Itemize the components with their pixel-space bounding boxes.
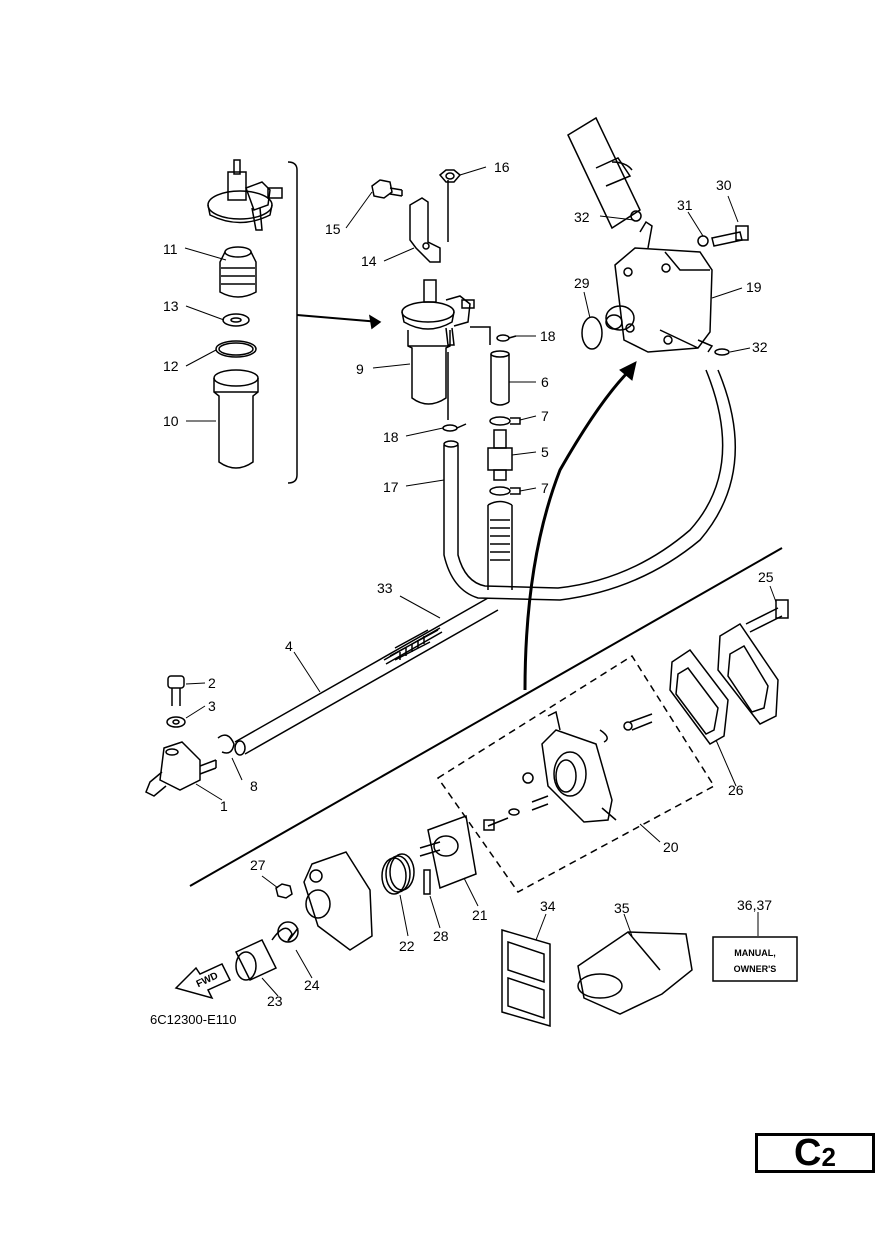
callout-10: 10 <box>163 413 179 429</box>
decal-and-accessories <box>501 929 798 1027</box>
callout-17: 17 <box>383 479 399 495</box>
manual-label-line2: OWNER'S <box>734 964 777 974</box>
callout-6: 6 <box>541 374 549 390</box>
section-number: 2 <box>821 1142 836 1172</box>
fuel-filter-assembly <box>371 169 521 590</box>
section-divider <box>189 547 783 887</box>
callout-18-upper: 18 <box>540 328 556 344</box>
callout-11: 11 <box>163 241 178 257</box>
callout-7-lower: 7 <box>541 480 549 496</box>
callout-15: 15 <box>325 221 341 237</box>
callout-28: 28 <box>433 928 449 944</box>
callout-25: 25 <box>758 569 774 585</box>
callout-5: 5 <box>541 444 549 460</box>
diagram-code: 6C12300-E110 <box>150 1012 237 1027</box>
callout-32-upper: 32 <box>574 209 590 225</box>
callout-20: 20 <box>663 839 679 855</box>
primer-pump-parts <box>174 599 789 1000</box>
callout-16: 16 <box>494 159 510 175</box>
callout-2: 2 <box>208 675 216 691</box>
callout-4: 4 <box>285 638 293 654</box>
callout-35: 35 <box>614 900 630 916</box>
callout-7-upper: 7 <box>541 408 549 424</box>
callout-36-37: 36,37 <box>737 897 772 913</box>
callout-24: 24 <box>304 977 320 993</box>
callout-18-lower: 18 <box>383 429 399 445</box>
fuel-hose-17 <box>443 369 737 601</box>
section-badge: C 2 <box>755 1133 875 1173</box>
callout-34: 34 <box>540 898 556 914</box>
callout-32-lower: 32 <box>752 339 768 355</box>
section-letter: C <box>794 1132 822 1174</box>
callout-1: 1 <box>220 798 228 814</box>
callout-22: 22 <box>399 938 415 954</box>
callout-3: 3 <box>208 698 216 714</box>
leader-lines <box>184 166 777 997</box>
callout-23: 23 <box>267 993 283 1009</box>
callout-29: 29 <box>574 275 590 291</box>
callout-26: 26 <box>728 782 744 798</box>
callout-30: 30 <box>716 177 732 193</box>
callout-14: 14 <box>361 253 377 269</box>
filter-exploded-view <box>207 159 382 484</box>
manual-label-line1: MANUAL, <box>734 948 776 958</box>
callout-8: 8 <box>250 778 258 794</box>
fuel-pump-assembly <box>567 116 749 356</box>
callout-19: 19 <box>746 279 762 295</box>
callout-9: 9 <box>356 361 364 377</box>
callout-33: 33 <box>377 580 393 596</box>
callout-27: 27 <box>250 857 266 873</box>
callout-12: 12 <box>163 358 179 374</box>
callout-13: 13 <box>163 298 179 314</box>
fuel-joint-linkage <box>145 597 499 797</box>
callout-31: 31 <box>677 197 693 213</box>
callout-21: 21 <box>472 907 488 923</box>
